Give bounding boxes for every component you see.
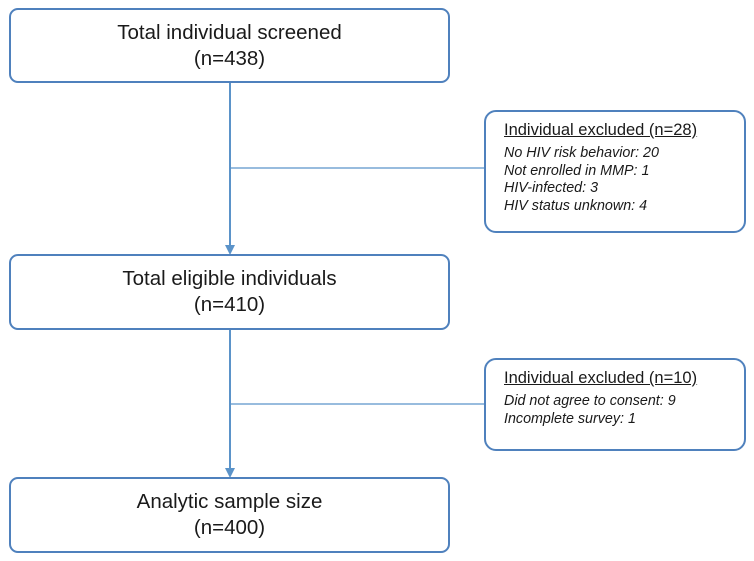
screened-title: Total individual screened [117,20,342,44]
exclusion-2-reason: Did not agree to consent: 9 [504,393,676,409]
exclusion-2-reason: Incomplete survey: 1 [504,410,636,427]
analytic-title: Analytic sample size [136,490,323,513]
exclusion-1-reason: No HIV risk behavior: 20 [504,145,659,161]
eligible-title: Total eligible individuals [122,267,337,290]
screened-count: (n=438) [193,46,266,70]
analytic-count: (n=400) [193,516,266,539]
exclusion-1-reason: HIV-infected: 3 [504,180,599,196]
exclusion-1-reason: Not enrolled in MMP: 1 [504,162,650,179]
exclusion-1-title: Individual excluded (n=28) [504,121,698,139]
analytic-box: Analytic sample size (n=400) [9,477,450,553]
exclusion-1-reason: HIV status unknown: 4 [504,197,648,214]
eligible-count: (n=410) [193,293,266,316]
eligible-box: Total eligible individuals (n=410) [9,254,450,330]
exclusion-box-2: Individual excluded (n=10) Did not agree… [484,358,746,451]
screened-box: Total individual screened (n=438) [9,8,450,83]
exclusion-box-1: Individual excluded (n=28) No HIV risk b… [484,110,746,233]
exclusion-2-title: Individual excluded (n=10) [504,369,698,387]
